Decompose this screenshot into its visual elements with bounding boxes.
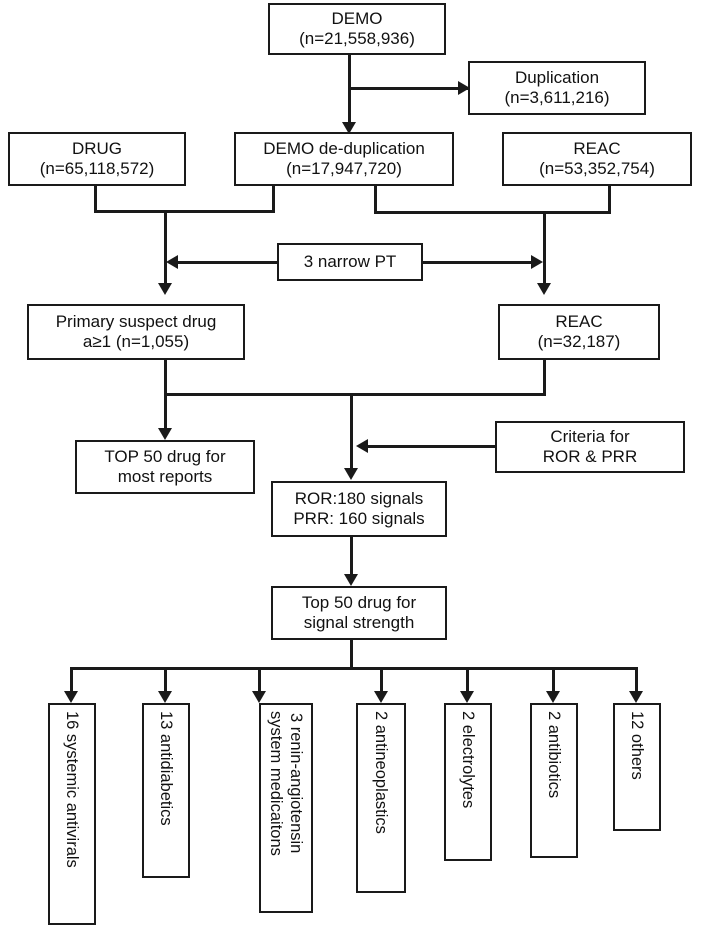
node-drug: DRUG (n=65,118,572) [8,132,186,186]
connector-criteria-to-signals [366,445,496,448]
connector-category-stem-1 [164,667,167,695]
connector-primary-down [164,360,167,396]
connector-reacmid-down [543,360,546,396]
connector-reac-top-down [608,186,611,214]
arrow-criteria-to-signals [356,439,368,453]
connector-left-merge-bar [94,210,275,213]
arrow-demo-to-dedup [342,122,356,134]
node-demo: DEMO (n=21,558,936) [268,3,446,55]
connector-drug-down [94,186,97,213]
connector-narrowpt-right [423,261,533,264]
category-box-6: 12 others [613,703,661,831]
connector-category-stem-0 [70,667,73,695]
arrow-category-0 [64,691,78,703]
connector-dedup-left-down [272,186,275,213]
node-narrow-pt: 3 narrow PT [277,243,423,281]
connector-demo-to-duplication [350,87,468,90]
arrow-narrowpt-left [166,255,178,269]
connector-left-merge-down [164,210,167,286]
arrow-category-2 [252,691,266,703]
connector-fanout-bar [70,667,638,670]
connector-category-stem-4 [466,667,469,695]
connector-to-signals [350,393,353,472]
arrow-to-signals [344,468,358,480]
arrow-category-4 [460,691,474,703]
connector-narrowpt-left [176,261,277,264]
connector-right-merge-bar [374,211,611,214]
connector-demo-down [348,55,351,127]
connector-row3-merge-bar [164,393,546,396]
arrow-to-primary-suspect [158,283,172,295]
category-box-2: 3 renin-angiotensin system medicaitons [259,703,313,913]
node-criteria-ror-prr: Criteria for ROR & PRR [495,421,685,473]
node-primary-suspect-drug: Primary suspect drug a≥1 (n=1,055) [27,304,245,360]
arrow-category-6 [629,691,643,703]
arrow-to-top50-reports [158,428,172,440]
arrow-category-5 [546,691,560,703]
category-box-3: 2 antineoplastics [356,703,406,893]
connector-category-stem-5 [552,667,555,695]
connector-category-stem-2 [258,667,261,695]
arrow-to-reac-mid [537,283,551,295]
category-box-4: 2 electrolytes [444,703,492,861]
arrow-narrowpt-right [531,255,543,269]
node-top50-most-reports: TOP 50 drug for most reports [75,440,255,494]
connector-right-merge-down [543,211,546,286]
connector-to-top50-reports [164,393,167,432]
node-duplication: Duplication (n=3,611,216) [468,61,646,115]
category-box-1: 13 antidiabetics [142,703,190,878]
category-box-0: 16 systemic antivirals [48,703,96,925]
connector-category-stem-6 [635,667,638,695]
connector-category-stem-3 [380,667,383,695]
connector-top50signal-down [350,640,353,669]
arrow-demo-to-duplication [458,81,470,95]
connector-signals-to-top50-signal [350,537,353,579]
connector-dedup-right-down [374,186,377,214]
category-box-5: 2 antibiotics [530,703,578,858]
node-top50-signal-strength: Top 50 drug for signal strength [271,586,447,640]
arrow-category-1 [158,691,172,703]
node-reac-mid: REAC (n=32,187) [498,304,660,360]
node-signals: ROR:180 signals PRR: 160 signals [271,481,447,537]
arrow-signals-to-top50-signal [344,574,358,586]
arrow-category-3 [374,691,388,703]
node-reac-top: REAC (n=53,352,754) [502,132,692,186]
node-demo-dedup: DEMO de-duplication (n=17,947,720) [234,132,454,186]
